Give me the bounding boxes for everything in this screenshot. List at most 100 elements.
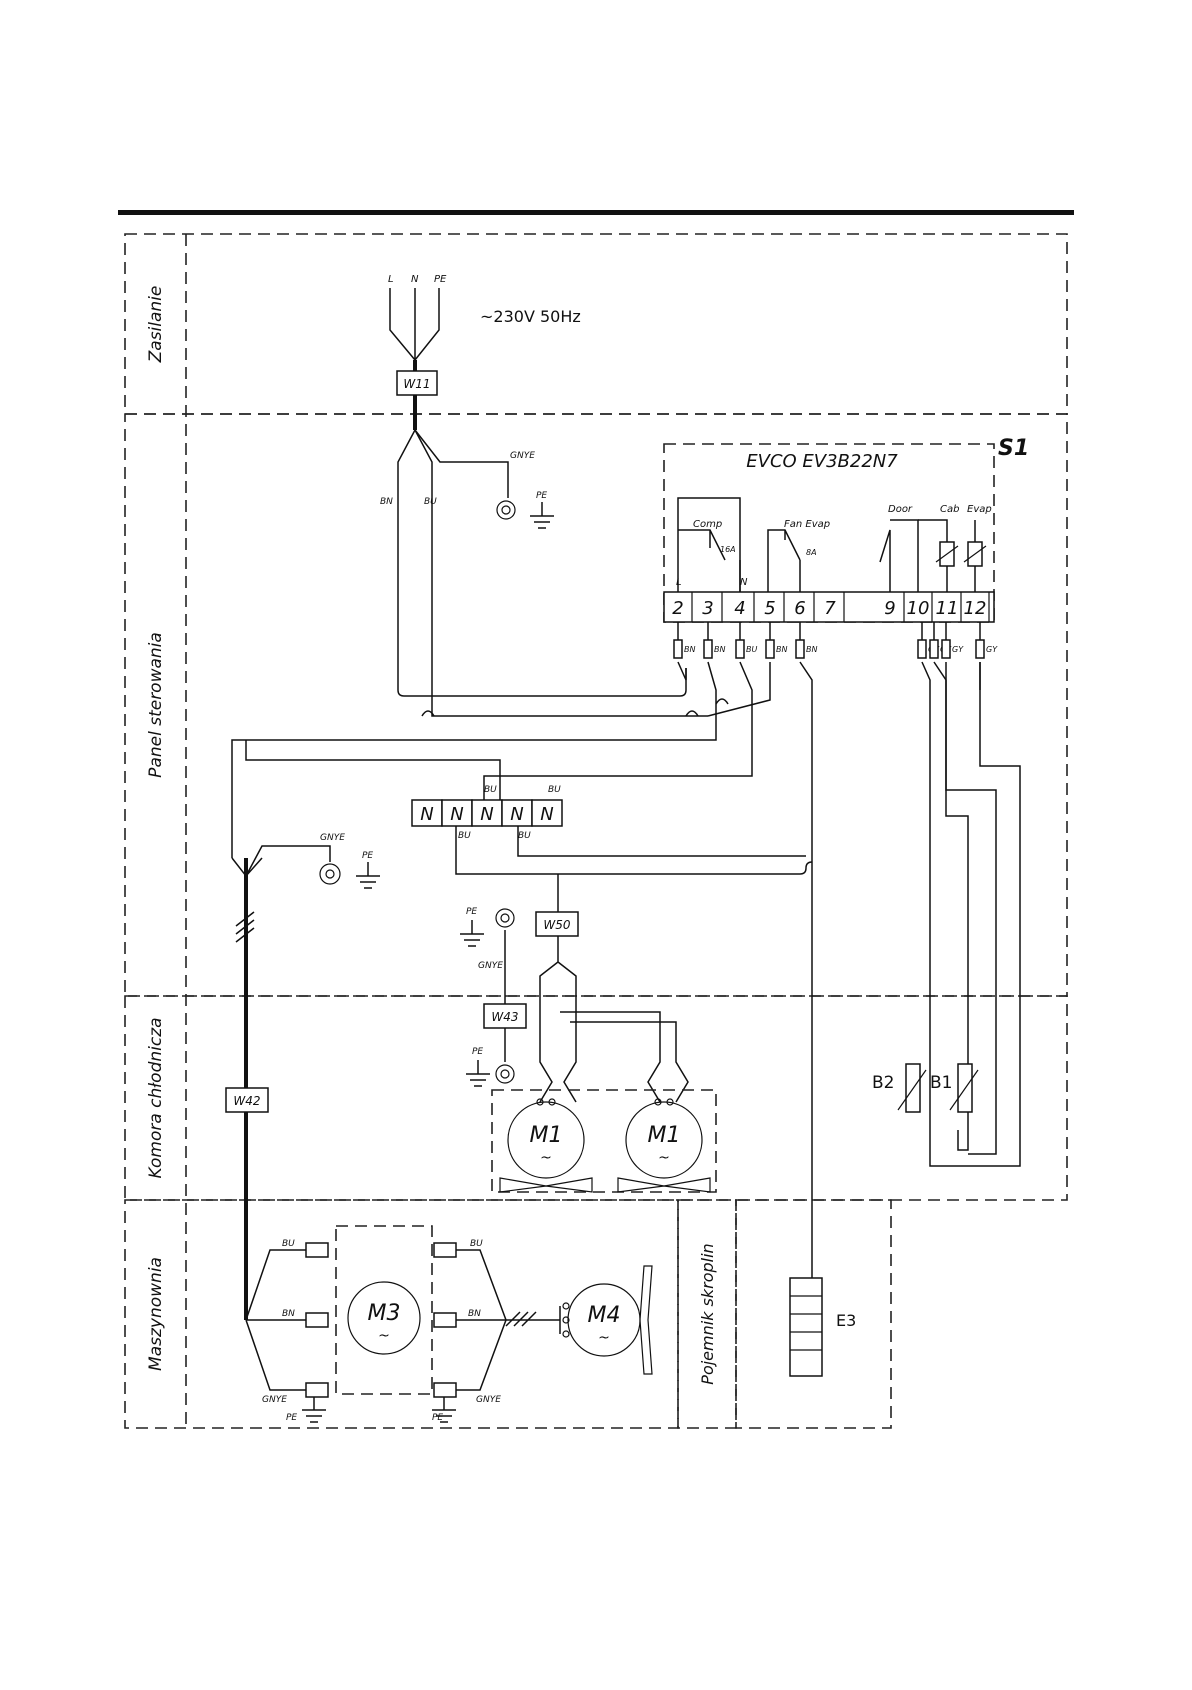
- supply-split: BN BU GNYE PE: [380, 429, 708, 717]
- terminal-6: 6: [794, 598, 805, 619]
- neutral-terminal: [531, 799, 563, 827]
- wire-gnye-label-1: GNYE: [510, 451, 535, 461]
- connector-icon: [305, 1242, 329, 1258]
- wire-bn-label-3: BN: [468, 1309, 481, 1319]
- door-label: Door: [888, 504, 913, 515]
- connector-icon: [305, 1382, 329, 1398]
- controller-model: EVCO EV3B22N7: [746, 451, 898, 472]
- supply-voltage: ~230V 50Hz: [480, 307, 581, 326]
- pe-lug-icon: [496, 500, 516, 520]
- pe-label-5: PE: [286, 1413, 297, 1423]
- neutral-terminal: [411, 799, 443, 827]
- wire-color-tag: GY: [986, 645, 998, 654]
- terminal-10: 10: [907, 598, 930, 619]
- probe-b2-label: B2: [872, 1073, 894, 1093]
- fan-motor-m1-icon: [625, 1101, 703, 1179]
- supply-N-label: N: [411, 274, 419, 285]
- pe-label-1: PE: [536, 491, 547, 501]
- wire-bu-label-3: BU: [548, 785, 561, 795]
- compressor-m3-label: M3: [368, 1301, 401, 1326]
- zone-frames: [124, 233, 1068, 1429]
- wire-ferrule: [765, 639, 775, 659]
- fan-m1-ac-a: ~: [540, 1150, 552, 1166]
- wire-bn-label-1: BN: [380, 497, 393, 507]
- wire-ferrule: [673, 639, 683, 659]
- wire-color-tag: BN: [684, 645, 695, 654]
- pe-label-6: PE: [432, 1413, 443, 1423]
- pe-label-4: PE: [472, 1047, 483, 1057]
- fan-m1-label-b: M1: [648, 1123, 681, 1148]
- condenser-fan-m4-ac: ~: [598, 1330, 610, 1346]
- wire-bu-label-4: BU: [458, 831, 471, 841]
- pe-label-2: PE: [362, 851, 373, 861]
- evaporator-fans: W50 W43 PE GNYE PE M1 ~ M: [460, 907, 717, 1193]
- terminal-4: 4: [734, 598, 745, 619]
- ground-icon: [460, 920, 484, 947]
- wire-gnye-label-3: GNYE: [478, 961, 503, 971]
- cable-w11: [396, 370, 438, 396]
- wire-bu-label-6: BU: [282, 1239, 295, 1249]
- supply-input: L N PE ~230V 50Hz W11: [388, 274, 581, 430]
- neutral-terminal-label: N: [540, 804, 553, 825]
- fan-motor-m1-icon: [507, 1101, 585, 1179]
- compressor-m3-ac: ~: [378, 1328, 390, 1344]
- ground-icon: [356, 862, 380, 889]
- wire-color-tag: BU: [746, 645, 757, 654]
- terminal-9: 9: [884, 598, 895, 619]
- connector-icon: [433, 1312, 457, 1328]
- terminal-strip: [663, 591, 995, 623]
- wire-ferrule: [703, 639, 713, 659]
- wire-color-tag: BN: [806, 645, 817, 654]
- wire-color-tag: BN: [714, 645, 725, 654]
- wire-gnye-label-4: GNYE: [262, 1395, 287, 1405]
- terminal-7: 7: [824, 598, 836, 619]
- pe-lug-icon: [319, 863, 341, 885]
- probe-b1-label: B1: [930, 1073, 952, 1093]
- terminal-11: 11: [936, 598, 959, 619]
- neutral-terminal-label: N: [480, 804, 493, 825]
- terminal-L-label: L: [676, 577, 682, 588]
- pe-lug-icon: [495, 1064, 515, 1084]
- wire-bu-label-5: BU: [518, 831, 531, 841]
- relay-comp-rating: 16A: [720, 545, 736, 554]
- supply-L-label: L: [388, 274, 394, 285]
- terminal-5: 5: [764, 598, 775, 619]
- neutral-terminal-label: N: [420, 804, 433, 825]
- relay-fan-label: Fan Evap: [784, 519, 830, 530]
- heater-e3: E3: [789, 1266, 856, 1377]
- wire-gnye-label-2: GNYE: [320, 833, 345, 843]
- wire-bu-label-2: BU: [484, 785, 497, 795]
- connector-icon: [305, 1312, 329, 1328]
- cable-w43: [483, 1003, 527, 1029]
- supply-PE-label: PE: [434, 274, 447, 285]
- cable-w50: [535, 911, 579, 937]
- wire-ferrule: [941, 639, 951, 659]
- section-label-panel: Panel sterowania: [146, 632, 166, 778]
- heater-e3-label: E3: [836, 1311, 856, 1330]
- cable-w50-label: W50: [543, 918, 571, 932]
- neutral-terminal: [471, 799, 503, 827]
- wire-ferrule: [929, 639, 939, 659]
- controller-s1: S1 EVCO EV3B22N7 Comp 16A L N Fan Evap 8…: [663, 436, 1029, 623]
- relay-fan-rating: 8A: [806, 548, 817, 557]
- top-rule: [118, 210, 1074, 215]
- connector-icon: [433, 1242, 457, 1258]
- cable-w11-label: W11: [403, 377, 430, 391]
- relay-comp-label: Comp: [693, 519, 722, 530]
- pe-lug-icon: [495, 908, 515, 928]
- terminal-12: 12: [964, 598, 987, 619]
- wire-ferrule: [975, 639, 985, 659]
- cab-label: Cab: [940, 504, 959, 515]
- wire-bu-label-1: BU: [424, 497, 437, 507]
- heater-e3-icon: [789, 1277, 823, 1377]
- compressor-motor-m3-icon: [347, 1281, 421, 1355]
- fan-m1-label-a: M1: [530, 1123, 563, 1148]
- ground-icon: [302, 1409, 326, 1423]
- section-label-chamber: Komora chłodnicza: [146, 1017, 166, 1178]
- ground-icon: [432, 1409, 456, 1423]
- pe-label-3: PE: [466, 907, 477, 917]
